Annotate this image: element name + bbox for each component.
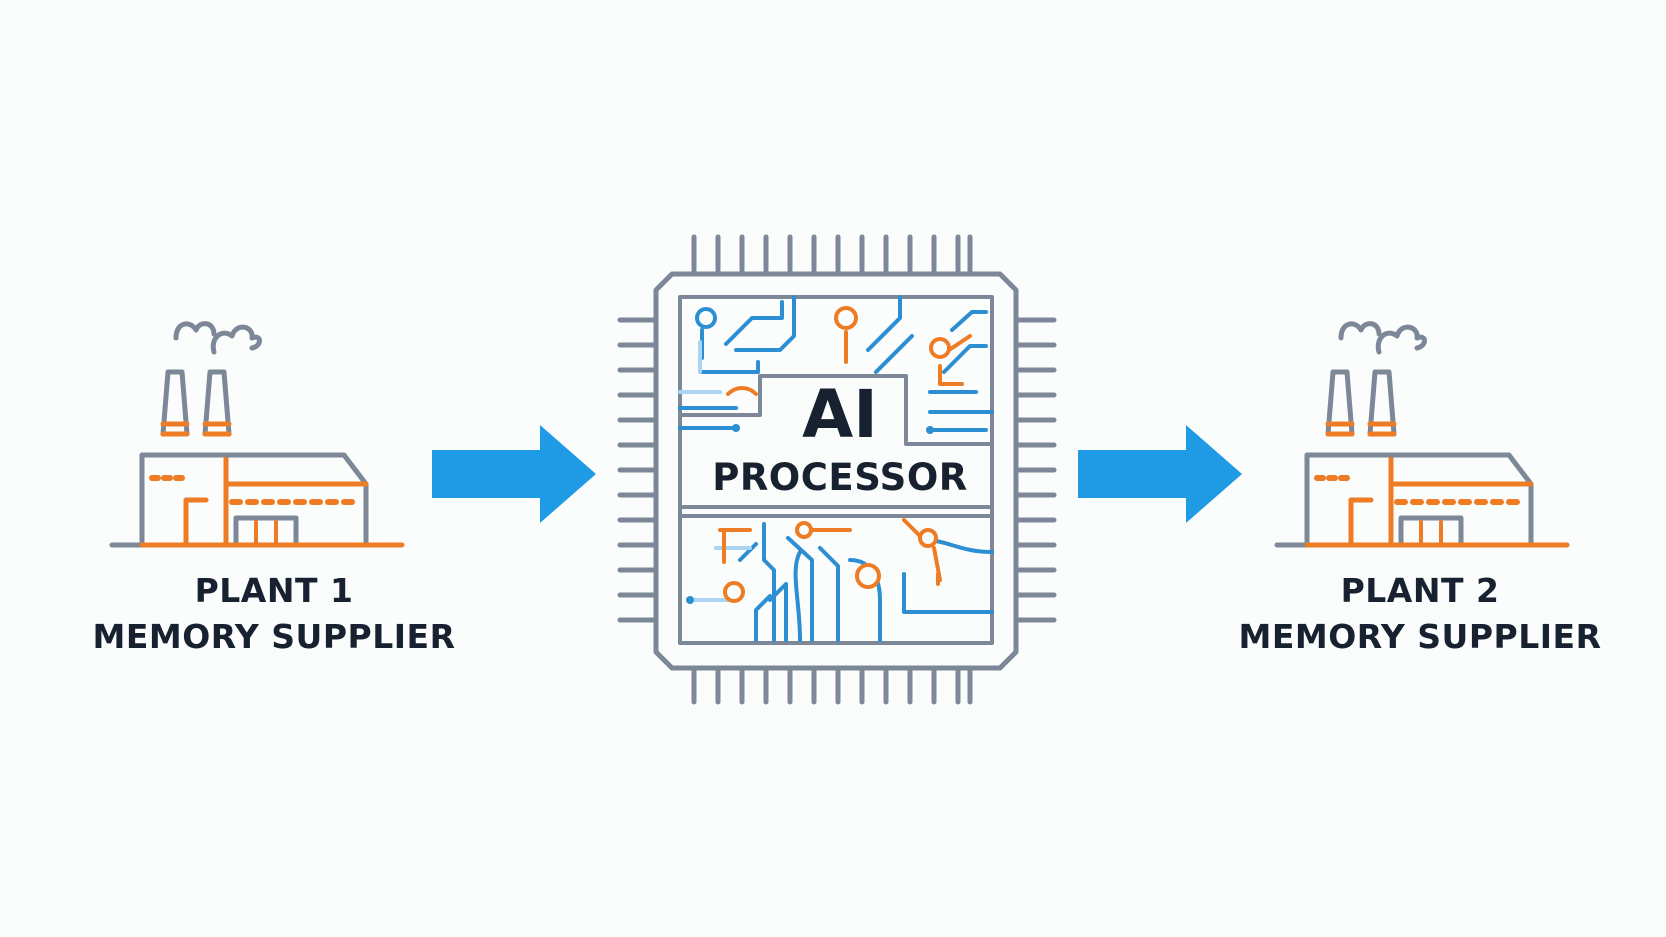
plant-1-label: PLANT 1 MEMORY SUPPLIER <box>74 568 474 660</box>
plant-2-role: MEMORY SUPPLIER <box>1238 617 1602 656</box>
arrow-right-icon <box>432 425 596 523</box>
plant-2-name: PLANT 2 <box>1340 571 1500 610</box>
processor-chip-icon <box>617 234 1057 705</box>
plant-2-label: PLANT 2 MEMORY SUPPLIER <box>1220 568 1620 660</box>
chip-subtitle: PROCESSOR <box>712 456 968 499</box>
factory-icon <box>1274 321 1570 548</box>
arrow-right-icon <box>1078 425 1242 523</box>
plant-1-role: MEMORY SUPPLIER <box>92 617 456 656</box>
chip-title: AI <box>802 376 878 453</box>
plant-1-name: PLANT 1 <box>194 571 354 610</box>
factory-icon <box>109 321 405 548</box>
